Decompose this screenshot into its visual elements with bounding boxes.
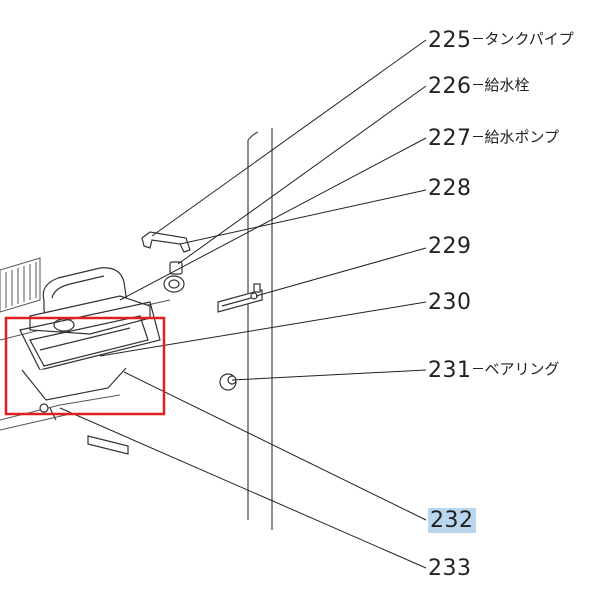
- highlight-box: [4, 316, 166, 416]
- callout-227[interactable]: 227 給水ポンプ: [428, 126, 559, 153]
- callout-dash: [472, 37, 483, 39]
- callout-dash: [472, 135, 483, 137]
- callout-name: タンクパイプ: [484, 30, 574, 48]
- callout-number: 230: [428, 290, 472, 315]
- callout-name: 給水栓: [484, 76, 530, 94]
- water-pump-part: [217, 283, 263, 313]
- callout-233[interactable]: 233: [428, 556, 472, 582]
- callout-228[interactable]: 228: [428, 176, 472, 202]
- part-233-piece: [87, 435, 129, 455]
- callout-number-selected: 232: [428, 508, 476, 533]
- water-faucet-part: [163, 261, 185, 293]
- callout-226[interactable]: 226 給水栓: [428, 74, 530, 101]
- callout-230[interactable]: 230: [428, 290, 472, 316]
- callout-number: 229: [428, 234, 472, 259]
- callout-name: 給水ポンプ: [484, 128, 560, 146]
- tank-cap-part: [19, 267, 161, 421]
- callout-225[interactable]: 225 タンクパイプ: [428, 28, 574, 55]
- tank-pipe-part: [141, 231, 191, 253]
- callout-dash: [472, 83, 483, 85]
- callout-number: 231: [428, 358, 472, 383]
- cabinet-frame: [247, 128, 273, 530]
- callout-229[interactable]: 229: [428, 234, 472, 260]
- callout-number: 226: [428, 74, 472, 99]
- callout-number: 228: [428, 176, 472, 201]
- leader-lines: [59, 39, 427, 569]
- callout-number: 225: [428, 28, 472, 53]
- callout-232[interactable]: 232: [428, 508, 476, 534]
- callout-number: 227: [428, 126, 472, 151]
- callout-number: 233: [428, 556, 472, 581]
- bearing-part: [219, 373, 237, 391]
- callout-name: ベアリング: [484, 360, 560, 378]
- callout-231[interactable]: 231 ベアリング: [428, 358, 560, 385]
- callout-dash: [472, 367, 483, 369]
